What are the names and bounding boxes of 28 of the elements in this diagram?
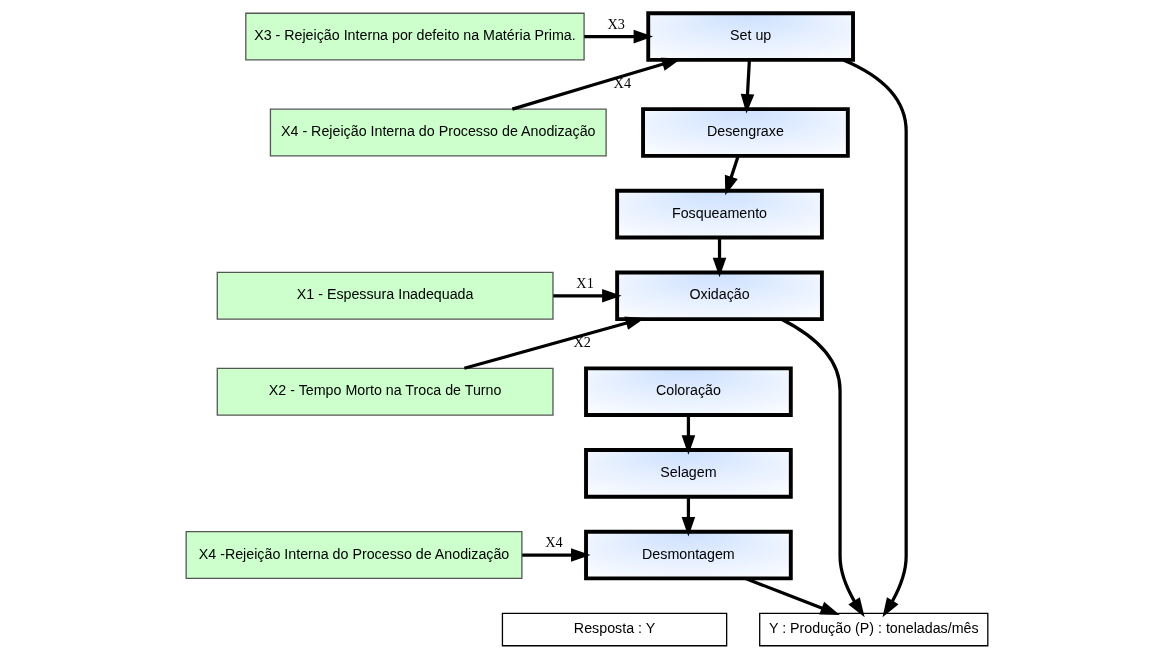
arrow — [842, 58, 908, 618]
arrow — [511, 57, 681, 111]
node-box: Fosqueamento — [614, 188, 824, 240]
node-box: Desengraxe — [640, 107, 850, 158]
node-box: Y : Produção (P) : toneladas/mês — [758, 612, 988, 647]
node-box: X1 - Espessura Inadequada — [216, 271, 554, 320]
arrow — [681, 415, 695, 455]
arrow — [712, 237, 726, 278]
arrow — [552, 289, 622, 303]
node-box: Resposta : Y — [501, 612, 727, 647]
node-box: X2 - Tempo Morto na Troca de Turno — [216, 367, 554, 416]
node-box: X3 - Rejeição Interna por defeito na Matéria Prima. — [244, 12, 585, 61]
node-box: Oxidação — [614, 270, 824, 322]
arrow — [521, 548, 590, 562]
edge-label: X4 — [544, 533, 563, 550]
node-box: Desmontagem — [583, 529, 793, 581]
node-box: Selagem — [583, 448, 793, 499]
arrow — [463, 316, 645, 370]
node-box: X4 - Rejeição Interna do Processo de Anodização — [269, 108, 607, 157]
node-box: X4 -Rejeição Interna do Processo de Anodização — [185, 531, 522, 579]
edge-label: X3 — [606, 15, 625, 32]
edge-label: X1 — [575, 274, 594, 291]
arrow — [681, 497, 695, 537]
arrow — [740, 59, 754, 114]
node-box: Set up — [645, 11, 855, 62]
arrow — [724, 155, 740, 196]
arrow — [583, 29, 653, 44]
node-box: Coloração — [583, 366, 793, 417]
